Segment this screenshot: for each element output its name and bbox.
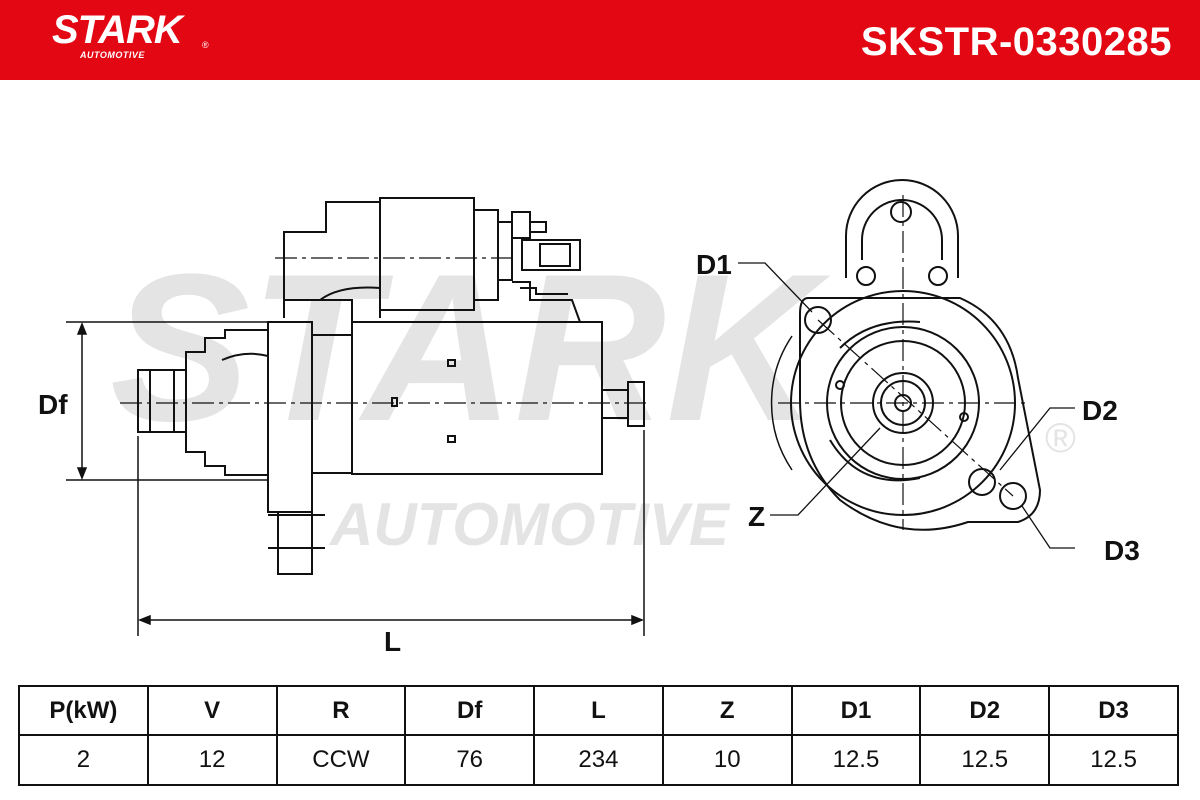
- spec-value-cell: 2: [18, 734, 149, 786]
- header-bar: STARK AUTOMOTIVE ® SKSTR-0330285: [0, 0, 1200, 80]
- watermark-subtext: AUTOMOTIVE: [328, 491, 731, 558]
- front-edge-arc: [770, 335, 793, 471]
- front-flange: [799, 297, 1042, 531]
- watermark-registered-mark: ®: [1045, 414, 1076, 461]
- d1-hole: [804, 306, 832, 334]
- part-number: SKSTR-0330285: [860, 20, 1172, 64]
- spec-value-cell: 76: [404, 734, 536, 786]
- spec-table: P(kW) V R Df L Z D1 D2 D3 2 12 CCW 76 23…: [18, 685, 1179, 786]
- df-dimension: [66, 321, 268, 481]
- leader-lines: [738, 262, 1075, 549]
- spec-value-cell: 10: [661, 734, 793, 786]
- spec-header-cell: R: [275, 685, 407, 736]
- spec-header-cell: D1: [790, 685, 922, 736]
- front-view-centerlines: [778, 195, 1030, 530]
- mounting-lug: [277, 511, 313, 575]
- d3-hole: [999, 482, 1027, 510]
- spec-value-cell: 12.5: [790, 734, 922, 786]
- rear-bolt: [627, 381, 645, 427]
- side-view-centerlines: [120, 257, 650, 404]
- spec-header-cell: D2: [919, 685, 1051, 736]
- df-label: Df: [38, 389, 68, 420]
- spec-table-value-row: 2 12 CCW 76 234 10 12.5 12.5 12.5: [18, 734, 1179, 786]
- spec-value-cell: 12.5: [1048, 734, 1179, 786]
- spec-header-cell: D3: [1048, 685, 1179, 736]
- brand-logo-text: STARK: [52, 8, 183, 52]
- d2-hole: [968, 468, 996, 496]
- l-dimension: [137, 430, 645, 636]
- terminal-connector: [521, 239, 581, 271]
- brand-logo: STARK AUTOMOTIVE ®: [52, 8, 209, 60]
- spec-header-cell: Df: [404, 685, 536, 736]
- spec-value-cell: 12.5: [919, 734, 1051, 786]
- starter-side-view: [137, 197, 645, 575]
- z-label: Z: [748, 501, 765, 532]
- spec-table-header-row: P(kW) V R Df L Z D1 D2 D3: [18, 685, 1179, 736]
- brand-logo-subtext: AUTOMOTIVE: [80, 50, 145, 60]
- l-label: L: [384, 626, 401, 657]
- technical-drawing: STARK AUTOMOTIVE ®: [38, 179, 1140, 657]
- spec-header-cell: L: [533, 685, 664, 736]
- d3-label: D3: [1104, 535, 1140, 566]
- spec-value-cell: 234: [533, 734, 664, 786]
- spec-header-cell: P(kW): [18, 685, 149, 736]
- front-top-screw: [890, 201, 912, 223]
- starter-front-view: [790, 179, 1042, 531]
- spec-value-cell: CCW: [275, 734, 407, 786]
- d1-label: D1: [696, 249, 732, 280]
- spec-header-cell: Z: [661, 685, 793, 736]
- front-solenoid-cap: [845, 179, 959, 278]
- spec-value-cell: 12: [146, 734, 278, 786]
- watermark-text: STARK: [110, 230, 831, 465]
- spec-header-cell: V: [146, 685, 278, 736]
- d2-label: D2: [1082, 395, 1118, 426]
- brand-registered-mark: ®: [202, 40, 209, 50]
